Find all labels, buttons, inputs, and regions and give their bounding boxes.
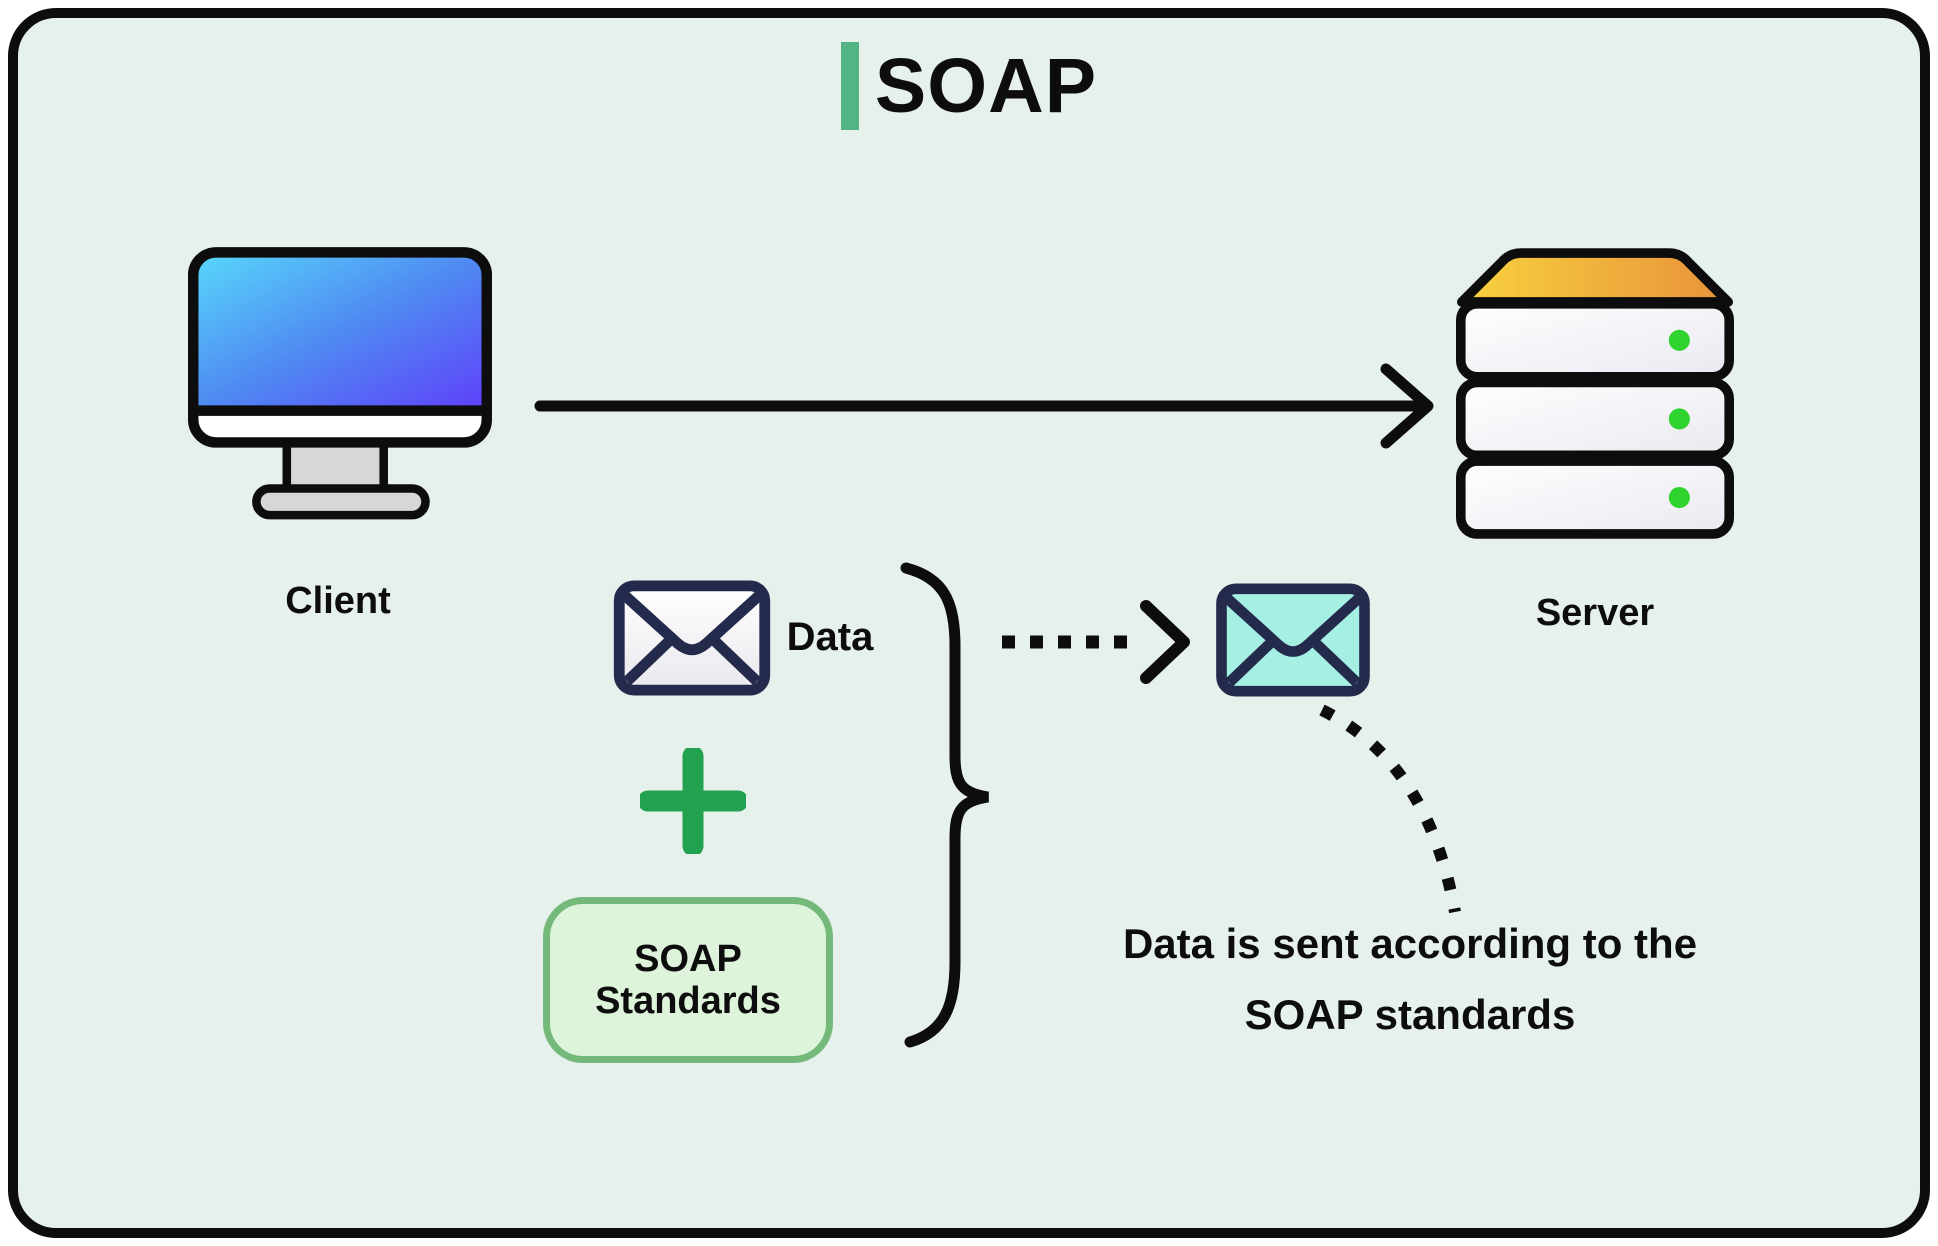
- server-database-icon: [1456, 248, 1734, 539]
- envelope-icon: [613, 580, 771, 696]
- caption-line2: SOAP standards: [1244, 991, 1576, 1038]
- envelope-icon: [1216, 583, 1370, 697]
- monitor-icon: [188, 247, 492, 520]
- server-label: Server: [1535, 592, 1655, 634]
- soap-standards-box: SOAP Standards: [543, 897, 833, 1063]
- dotted-curve-arrow-icon: [1319, 704, 1461, 914]
- soap-standards-line1: SOAP: [634, 938, 742, 980]
- title-accent-bar: [840, 42, 859, 130]
- client-label: Client: [285, 580, 391, 622]
- diagram-header: SOAP: [0, 42, 1938, 130]
- plus-icon: [640, 748, 746, 854]
- caption-line1: Data is sent according to the: [1122, 920, 1698, 967]
- dashed-arrow-right-icon: [1002, 600, 1190, 684]
- diagram-panel: [8, 8, 1930, 1238]
- diagram-title: SOAP: [874, 43, 1098, 129]
- arrow-right-icon: [534, 363, 1434, 449]
- data-label: Data: [786, 615, 874, 659]
- curly-brace-icon: [900, 562, 989, 1048]
- caption: Data is sent according to the SOAP stand…: [1110, 908, 1710, 1050]
- soap-standards-line2: Standards: [595, 980, 781, 1022]
